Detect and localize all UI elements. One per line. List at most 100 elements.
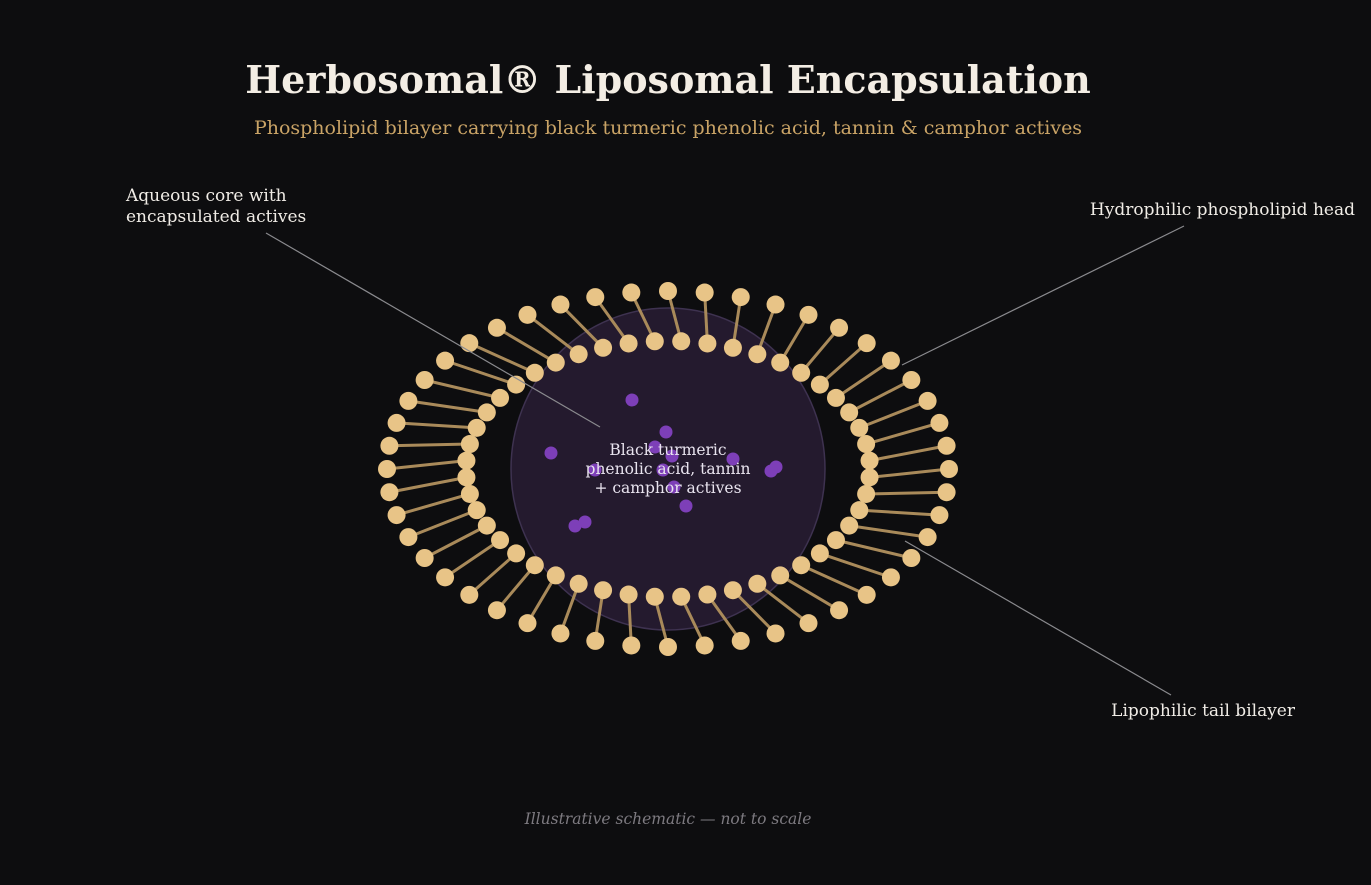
outer-lipid-head [378, 460, 396, 478]
inner-lipid-head [477, 516, 496, 535]
outer-lipid-head [436, 568, 455, 587]
outer-lipid-head [918, 391, 937, 410]
inner-lipid-head [792, 363, 811, 382]
outer-lipid-head [766, 624, 785, 643]
inner-lipid-head [645, 332, 664, 351]
outer-lipid-head [937, 483, 956, 502]
hydrophilic-head-label: Hydrophilic phospholipid head [1090, 200, 1355, 220]
outer-lipid-head [659, 282, 677, 300]
outer-lipid-head [902, 549, 921, 567]
lipid-tail [559, 303, 605, 349]
inner-lipid-head [698, 585, 717, 604]
outer-lipid-head [460, 334, 479, 353]
lipid-tail [679, 596, 707, 647]
active-particle [726, 452, 740, 466]
lipid-tail [386, 459, 467, 471]
active-particle [659, 425, 673, 439]
inner-lipid-head [857, 484, 876, 503]
outer-lipid-head [857, 334, 876, 353]
inner-lipid-head [748, 574, 767, 593]
inner-lipid-head [826, 388, 845, 407]
active-particle [544, 446, 558, 460]
lipid-tail [526, 574, 558, 624]
lipid-tail [778, 314, 810, 364]
lipid-tail [848, 378, 913, 414]
outer-lipid-head [387, 413, 406, 432]
outer-lipid-head [518, 614, 537, 633]
lipid-tail [423, 524, 488, 560]
active-particle [679, 499, 693, 513]
inner-lipid-head [792, 556, 811, 575]
lipid-tail [859, 508, 940, 517]
inner-lipid-head [546, 353, 565, 372]
outer-lipid-head [695, 636, 714, 655]
active-particle [667, 480, 681, 494]
aqueous-core-label-line-1: Aqueous core with [125, 186, 287, 206]
lipid-tail [396, 492, 471, 517]
core-text-line-3: + camphor actives [594, 479, 741, 497]
inner-lipid-head [850, 418, 869, 437]
phospholipid-bilayer [378, 282, 958, 656]
outer-lipid-head [930, 506, 949, 525]
outer-lipid-head [551, 624, 570, 643]
outer-lipid-head [799, 614, 818, 633]
lipid-tail [800, 563, 868, 597]
lipid-tail [706, 593, 742, 642]
outer-lipid-head [387, 506, 406, 525]
lipophilic-tail-label: Lipophilic tail bilayer [1111, 701, 1296, 721]
inner-lipid-head [826, 531, 845, 550]
outer-lipid-head [487, 601, 506, 620]
outer-lipid-head [415, 371, 434, 389]
lipid-tail [865, 421, 940, 446]
inner-lipid-head [857, 435, 876, 454]
inner-lipid-head [619, 334, 638, 353]
outer-lipid-head [487, 318, 506, 337]
inner-lipid-head [460, 435, 479, 454]
lipid-tail [408, 399, 488, 414]
outer-lipid-head [399, 528, 418, 547]
lipid-tail [389, 475, 467, 494]
outer-lipid-head [830, 601, 849, 620]
outer-lipid-head [731, 631, 750, 650]
lipid-tail [629, 291, 657, 342]
lipid-tail [779, 574, 840, 612]
inner-lipid-head [457, 468, 476, 487]
core-text-line-1: Black turmeric [609, 441, 726, 459]
outer-lipid-head [380, 436, 399, 455]
footnote: Illustrative schematic — not to scale [524, 810, 812, 828]
lipid-tail [848, 524, 928, 539]
inner-lipid-head [723, 338, 742, 357]
outer-lipid-head [937, 436, 956, 455]
outer-lipid-head [918, 528, 937, 547]
outer-lipid-head [380, 483, 399, 502]
inner-lipid-head [771, 566, 790, 585]
active-particle [568, 519, 582, 533]
inner-lipid-head [569, 574, 588, 593]
outer-lipid-head [586, 288, 605, 307]
inner-lipid-head [723, 581, 742, 600]
inner-lipid-head [594, 581, 613, 600]
inner-lipid-head [467, 501, 486, 520]
inner-lipid-head [672, 587, 691, 606]
outer-lipid-head [622, 636, 641, 655]
inner-lipid-head [860, 468, 879, 487]
inner-lipid-head [507, 544, 526, 563]
core-text-line-2: phenolic acid, tannin [586, 460, 751, 478]
lipid-tail [866, 490, 947, 496]
outer-lipid-head [766, 295, 785, 314]
aqueous-core-label-line-2: encapsulated actives [126, 207, 306, 227]
lipid-tail [819, 551, 892, 579]
lipid-tail [835, 359, 892, 400]
outer-lipid-head [518, 305, 537, 324]
outer-lipid-head [460, 585, 479, 604]
lipid-tail [396, 421, 477, 430]
inner-lipid-head [840, 516, 859, 535]
lipid-tail [389, 442, 470, 448]
outer-lipid-head [551, 295, 570, 314]
outer-lipid-head [586, 631, 605, 650]
lipid-tail [444, 538, 501, 579]
outer-lipid-head [399, 391, 418, 410]
outer-lipid-head [799, 305, 818, 324]
outer-lipid-head [940, 460, 958, 478]
outer-lipid-head [415, 549, 434, 567]
